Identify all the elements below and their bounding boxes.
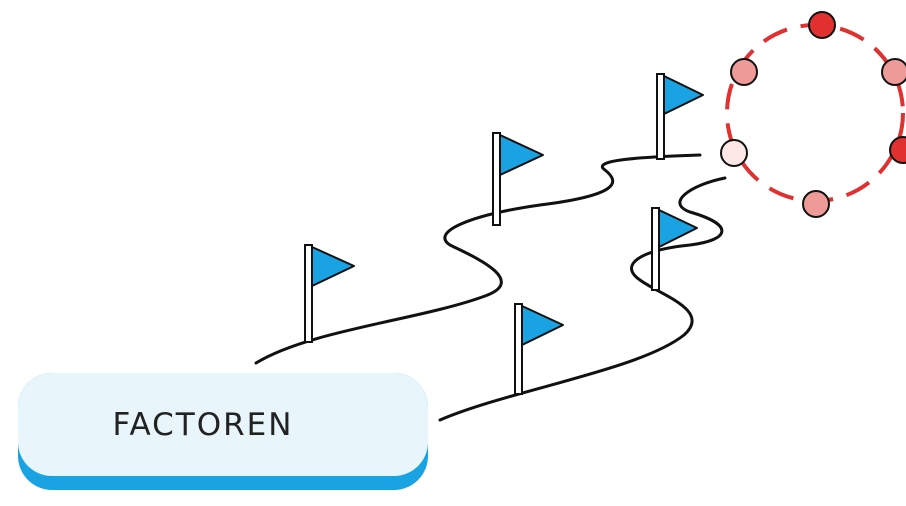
factoren-button[interactable]: FACTOREN	[18, 373, 428, 490]
ring-dot	[890, 137, 906, 163]
ring-dot	[882, 59, 906, 85]
flag-icon	[305, 245, 354, 342]
ring-dot	[721, 140, 747, 166]
ring-dot	[803, 191, 829, 217]
flag-icon	[493, 133, 543, 225]
dot-ring	[721, 12, 906, 217]
ring-dot	[809, 12, 835, 38]
path-right-edge	[440, 178, 725, 420]
factoren-label: FACTOREN	[113, 407, 294, 443]
flag-icon	[657, 74, 703, 159]
flag-icon	[515, 304, 563, 394]
flag-icon	[652, 208, 697, 290]
factoren-button-face: FACTOREN	[18, 373, 428, 476]
ring-dot	[731, 59, 757, 85]
